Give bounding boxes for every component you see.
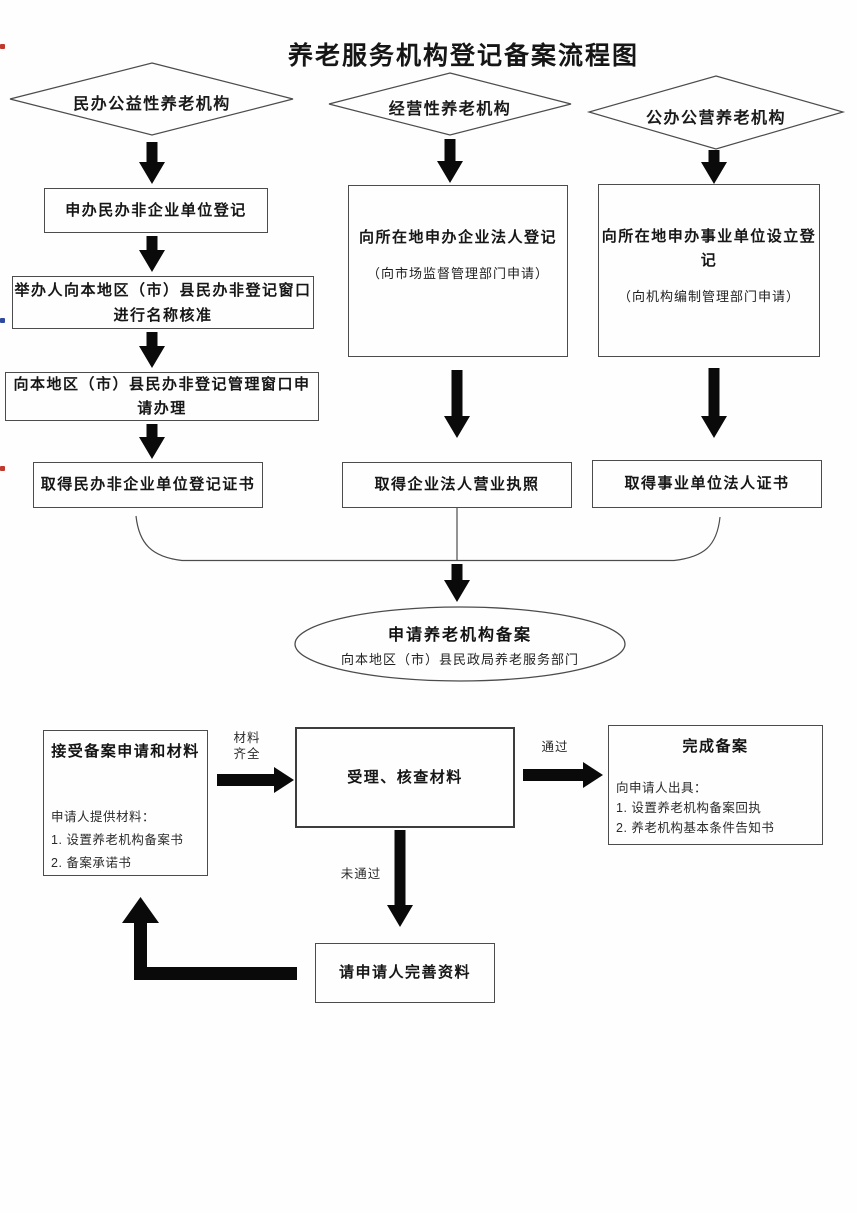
arrow-receive-to-review (217, 767, 294, 793)
box-review-materials-label: 受理、核查材料 (347, 768, 463, 786)
scan-artifact (0, 318, 5, 323)
box-filing-complete-notes: 向申请人出具： 1. 设置养老机构备案回执 2. 养老机构基本条件告知书 (616, 778, 818, 838)
arrow-right-to-result (701, 368, 727, 438)
label-materials-complete: 材料 齐全 (225, 730, 269, 762)
box-filing-complete: 完成备案 向申请人出具： 1. 设置养老机构备案回执 2. 养老机构基本条件告知… (608, 725, 823, 845)
box-obtain-institution-certificate: 取得事业单位法人证书 (592, 460, 822, 508)
arrow-middle-to-result (444, 370, 470, 438)
box-apply-enterprise-sub-label: （向市场监督管理部门申请） (366, 266, 549, 281)
diamond-private-nonprofit-label: 民办公益性养老机构 (73, 96, 231, 113)
box-obtain-institution-certificate-label: 取得事业单位法人证书 (624, 475, 790, 492)
label-materials-line2: 齐全 (233, 747, 261, 761)
diamond-commercial-shape (328, 72, 572, 136)
arrow-merge-to-filing (444, 564, 470, 602)
arrow-review-fail-down (387, 830, 413, 927)
flowchart-title: 养老服务机构登记备案流程图 (287, 42, 639, 70)
filing-ellipse-shape (294, 606, 626, 682)
box-apply-at-window-label: 向本地区（市）县民办非登记管理窗口申请办理 (13, 375, 311, 417)
box-apply-enterprise-main-label: 向所在地申办企业法人登记 (358, 229, 557, 246)
box-apply-minfei-registration-label: 申办民办非企业单位登记 (65, 201, 247, 219)
box-name-approval: 举办人向本地区（市）县民办非登记窗口进行名称核准 (12, 276, 314, 329)
box-apply-institution-sub-label: （向机构编制管理部门申请） (617, 289, 800, 304)
box-apply-enterprise-legal-person: 向所在地申办企业法人登记 （向市场监督管理部门申请） (348, 185, 568, 357)
arrow-review-to-complete (523, 762, 603, 788)
box-receive-application: 接受备案申请和材料 申请人提供材料： 1. 设置养老机构备案书 2. 备案承诺书 (43, 730, 208, 876)
arrow-diamond1-to-step1 (139, 142, 165, 184)
arrow-improve-return-path (134, 921, 297, 980)
scan-artifact (0, 466, 5, 471)
arrow-step3-to-result (139, 424, 165, 459)
diamond-private-nonprofit-shape (9, 62, 294, 136)
receive-note-heading: 申请人提供材料： (51, 810, 156, 824)
box-apply-at-window: 向本地区（市）县民办非登记管理窗口申请办理 (5, 372, 319, 421)
label-fail: 未通过 (340, 867, 382, 881)
diamond-commercial-label: 经营性养老机构 (388, 101, 512, 118)
complete-note-item: 2. 养老机构基本条件告知书 (616, 821, 775, 835)
box-receive-application-title: 接受备案申请和材料 (51, 743, 200, 760)
box-request-improvement: 请申请人完善资料 (315, 943, 495, 1003)
box-apply-institution-main-label: 向所在地申办事业单位设立登记 (601, 228, 817, 269)
box-apply-institution-setup: 向所在地申办事业单位设立登记 （向机构编制管理部门申请） (598, 184, 820, 357)
box-obtain-minfei-certificate-label: 取得民办非企业单位登记证书 (40, 476, 256, 493)
scan-artifact (0, 44, 5, 49)
arrow-step1-to-step2 (139, 236, 165, 272)
arrow-diamond3-to-box (701, 150, 727, 184)
arrow-improve-return-head (122, 897, 159, 923)
box-review-materials: 受理、核查材料 (295, 727, 515, 828)
box-filing-complete-title: 完成备案 (682, 738, 749, 755)
box-obtain-business-license-label: 取得企业法人营业执照 (374, 476, 540, 493)
label-materials-line1: 材料 (233, 731, 261, 745)
label-pass: 通过 (541, 740, 569, 754)
box-request-improvement-label: 请申请人完善资料 (338, 964, 471, 981)
arrow-step2-to-step3 (139, 332, 165, 368)
filing-subtitle: 向本地区（市）县民政局养老服务部门 (340, 652, 579, 667)
receive-note-item: 1. 设置养老机构备案书 (51, 833, 184, 847)
diamond-public-shape (586, 75, 846, 150)
filing-title: 申请养老机构备案 (387, 627, 532, 644)
box-receive-application-notes: 申请人提供材料： 1. 设置养老机构备案书 2. 备案承诺书 (51, 806, 203, 875)
complete-note-heading: 向申请人出具： (616, 781, 708, 795)
box-name-approval-label: 举办人向本地区（市）县民办非登记窗口进行名称核准 (14, 281, 312, 324)
box-apply-minfei-registration: 申办民办非企业单位登记 (44, 188, 268, 233)
box-obtain-business-license: 取得企业法人营业执照 (342, 462, 572, 508)
arrow-diamond2-to-box (437, 139, 463, 183)
complete-note-item: 1. 设置养老机构备案回执 (616, 801, 762, 815)
merge-bracket-line (135, 515, 721, 562)
receive-note-item: 2. 备案承诺书 (51, 856, 132, 870)
diamond-public-label: 公办公营养老机构 (645, 110, 786, 127)
box-obtain-minfei-certificate: 取得民办非企业单位登记证书 (33, 462, 263, 508)
